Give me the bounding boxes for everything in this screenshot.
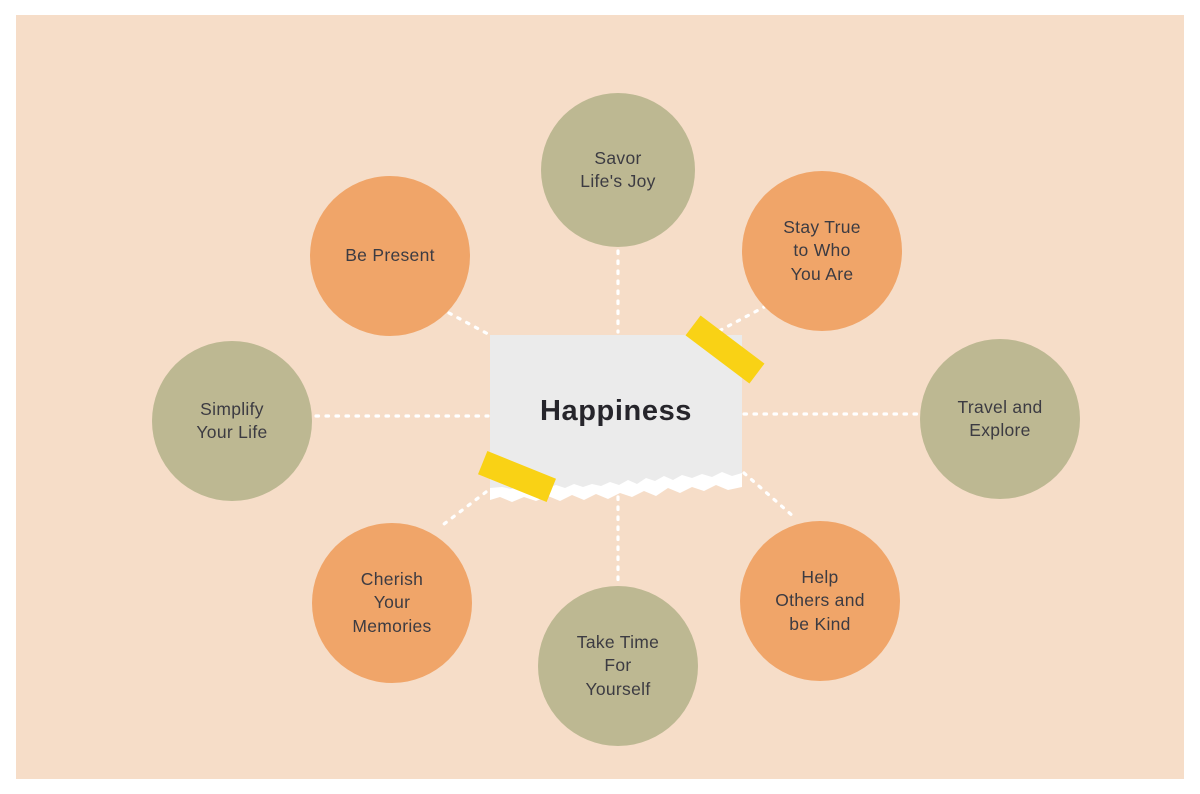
node-label: Simplify Your Life — [196, 398, 268, 442]
center-topic-paper: Happiness — [478, 315, 765, 507]
mind-map-canvas: Savor Life's Joy Stay True to Who You Ar… — [16, 15, 1184, 779]
node-label: Cherish Your Memories — [352, 569, 432, 636]
connector-top-right — [715, 304, 768, 334]
paper-sheet-shape — [490, 335, 742, 489]
node-label: Stay True to Who You Are — [783, 217, 861, 284]
connector-lines — [314, 249, 920, 586]
connector-top-left — [447, 311, 490, 336]
node-travel-and-explore: Travel and Explore — [920, 339, 1080, 499]
node-cherish-your-memories: Cherish Your Memories — [312, 523, 472, 683]
node-be-present: Be Present — [310, 176, 470, 336]
node-label: Be Present — [345, 245, 435, 266]
node-label: Savor Life's Joy — [580, 147, 656, 191]
node-help-others-and-be-kind: Help Others and be Kind — [740, 521, 900, 681]
connector-bottom-left — [442, 490, 488, 526]
node-label: Help Others and be Kind — [775, 567, 865, 634]
node-savor-lifes-joy: Savor Life's Joy — [541, 93, 695, 247]
node-stay-true-to-who-you-are: Stay True to Who You Are — [742, 171, 902, 331]
node-label: Travel and Explore — [957, 396, 1043, 440]
node-take-time-for-yourself: Take Time For Yourself — [538, 586, 698, 746]
node-simplify-your-life: Simplify Your Life — [152, 341, 312, 501]
node-label: Take Time For Yourself — [576, 632, 660, 699]
center-topic-title: Happiness — [539, 395, 693, 427]
connector-bottom-right — [742, 471, 796, 519]
